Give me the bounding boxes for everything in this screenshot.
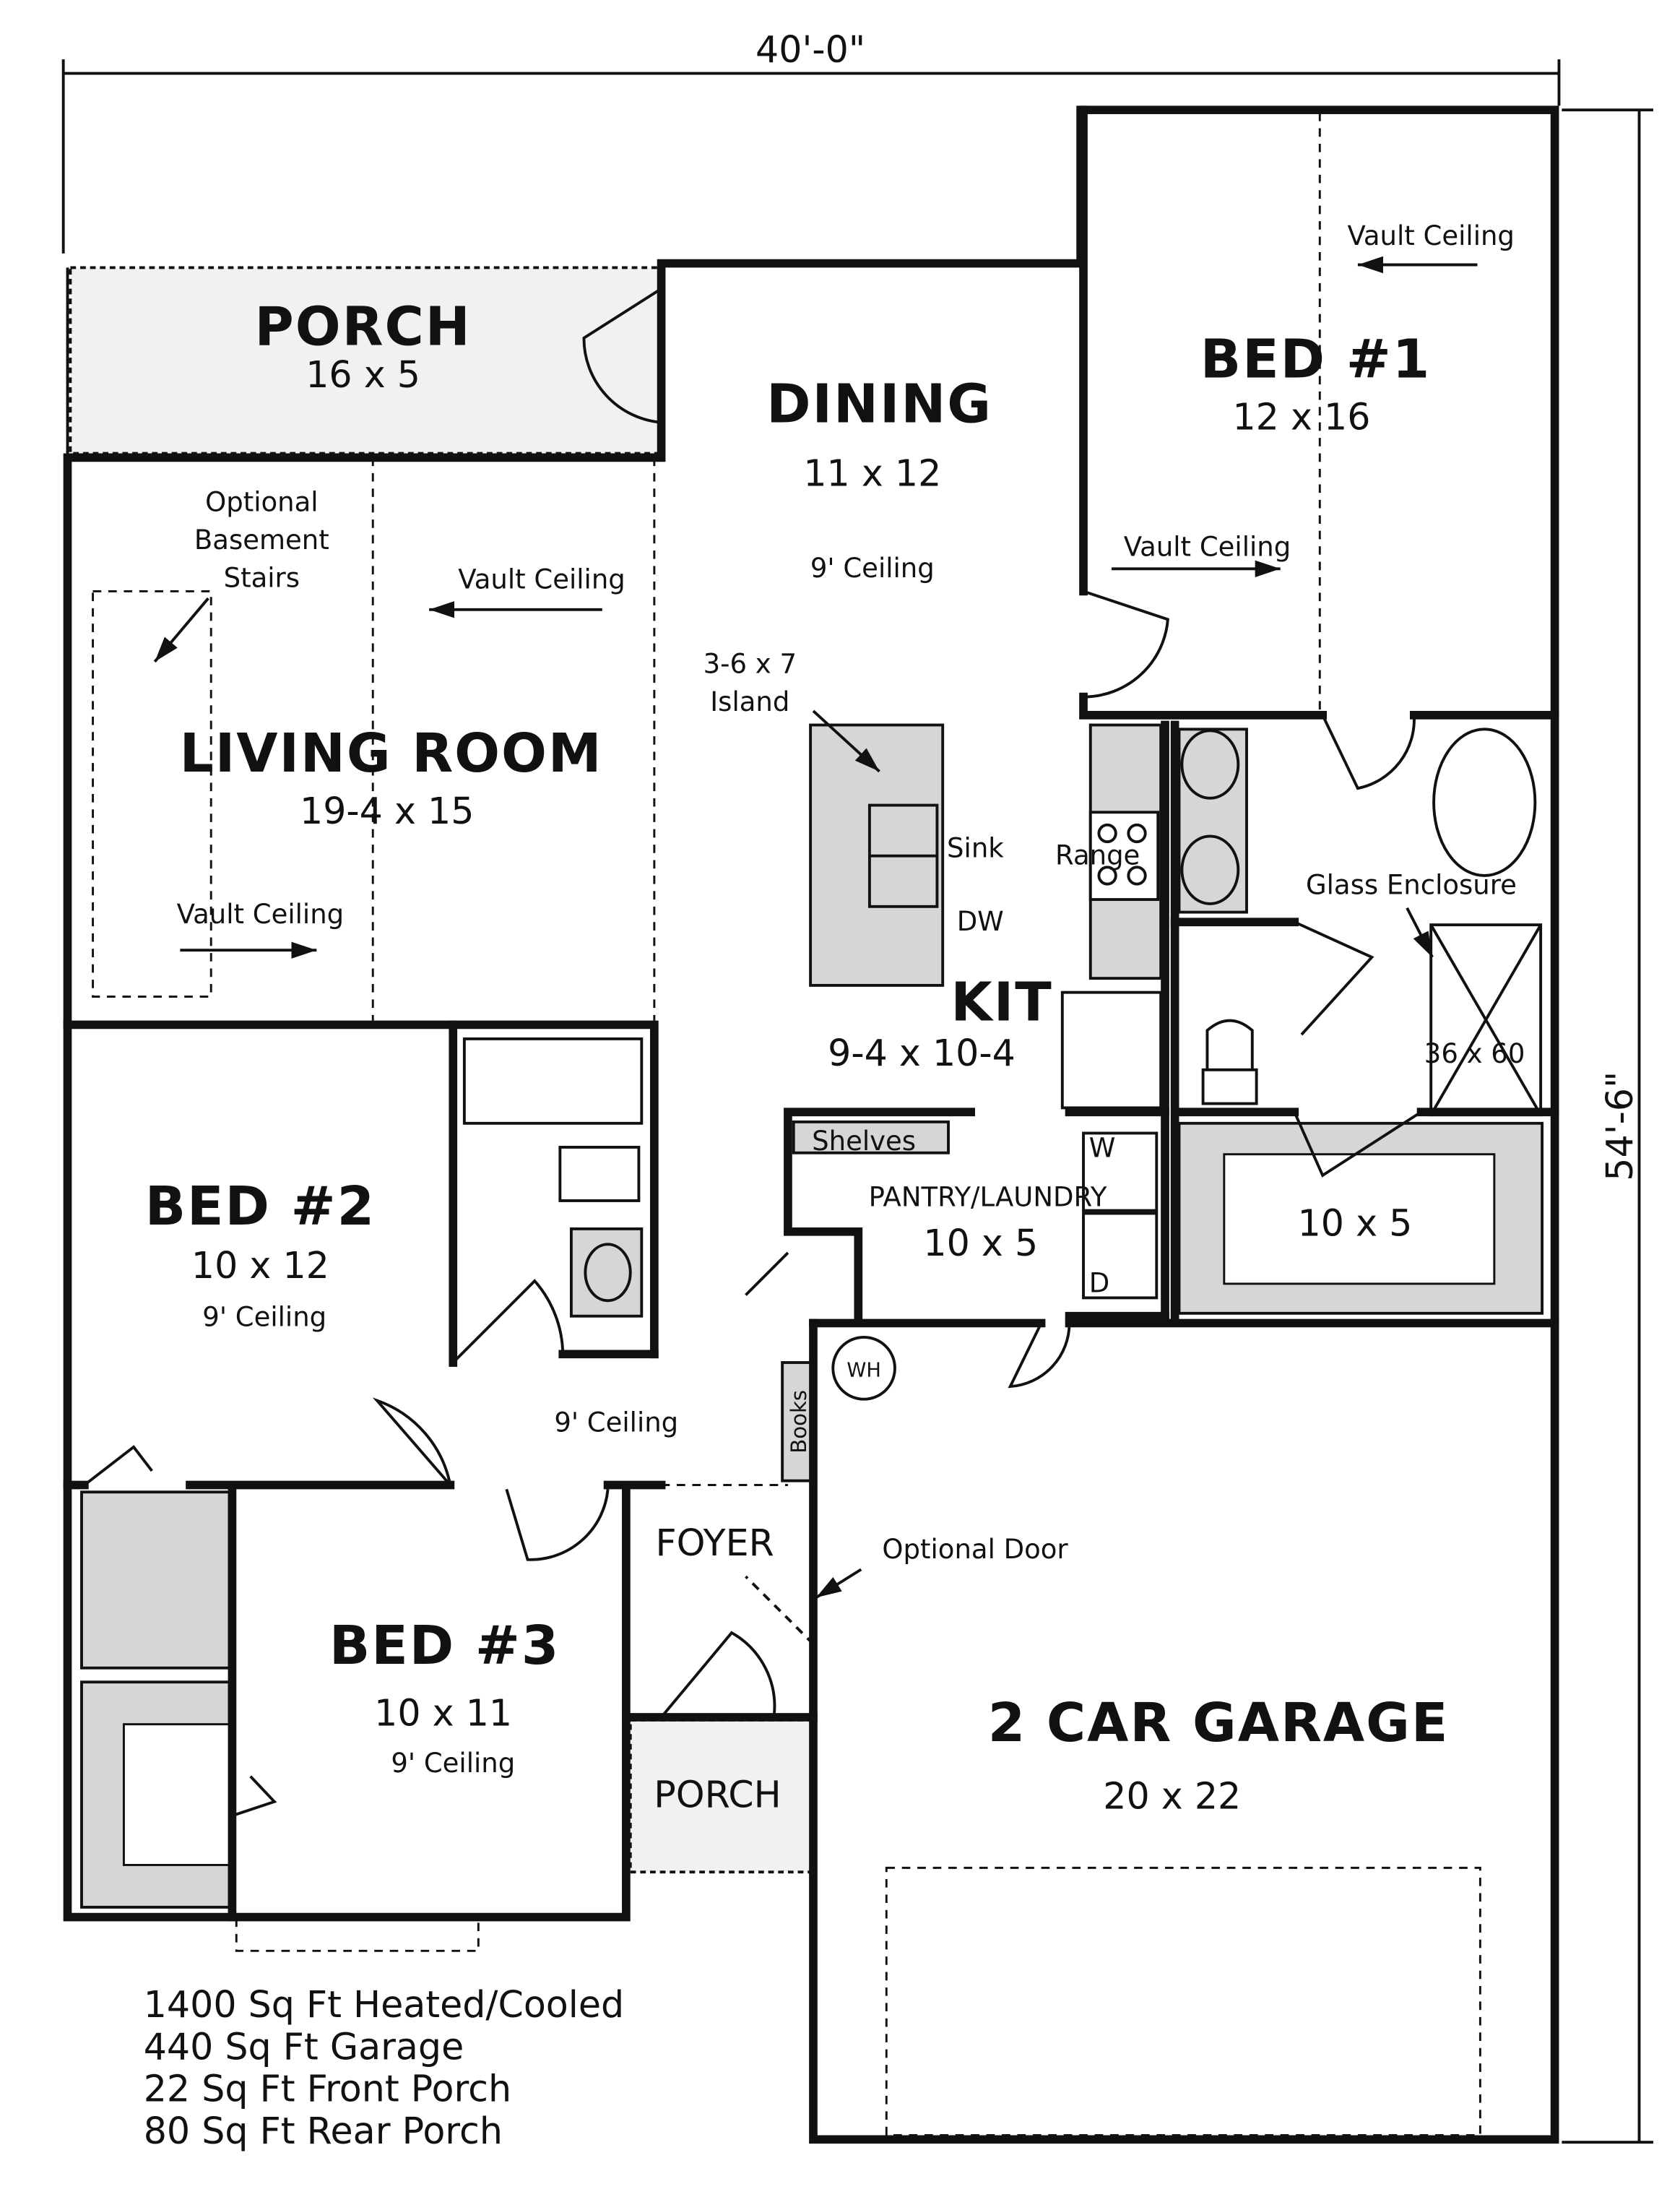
stairs-note: Basement bbox=[194, 525, 329, 556]
optional-door-label: Optional Door bbox=[882, 1534, 1068, 1565]
fixtures bbox=[92, 590, 1543, 2136]
toilet-icon bbox=[558, 1145, 641, 1202]
area-summary: 1400 Sq Ft Heated/Cooled 440 Sq Ft Garag… bbox=[144, 1983, 624, 2152]
water-heater-label: WH bbox=[847, 1359, 880, 1381]
garage-label: 2 CAR GARAGE bbox=[988, 1692, 1450, 1754]
porch-rear-size: 16 x 5 bbox=[306, 353, 420, 396]
bed1-vault-ceiling: Vault Ceiling bbox=[1124, 532, 1291, 563]
living-vault-ceiling: Vault Ceiling bbox=[177, 899, 344, 930]
sink-label: Sink bbox=[947, 833, 1004, 864]
doors bbox=[83, 287, 1422, 1818]
foyer-label: FOYER bbox=[655, 1521, 774, 1564]
pantry-size: 10 x 5 bbox=[923, 1222, 1038, 1264]
range-label: Range bbox=[1055, 839, 1140, 871]
bed2-closet bbox=[80, 1490, 231, 1670]
rear-porch-slab bbox=[69, 266, 663, 455]
kitchen-label: KIT bbox=[951, 972, 1052, 1034]
summary-line: 1400 Sq Ft Heated/Cooled bbox=[144, 1983, 624, 2026]
bed3-label: BED #3 bbox=[329, 1615, 560, 1677]
refrigerator-icon bbox=[1060, 990, 1163, 1110]
width-label: 40'-0" bbox=[755, 28, 865, 71]
dining-size: 11 x 12 bbox=[803, 452, 941, 494]
shelves bbox=[792, 1120, 950, 1154]
depth-dimension: 54'-6" bbox=[1562, 108, 1653, 2144]
vanity-sink-icon bbox=[1180, 729, 1240, 800]
walls bbox=[63, 105, 1559, 2144]
kitchen-size: 9-4 x 10-4 bbox=[828, 1032, 1016, 1074]
bed3-ceiling: 9' Ceiling bbox=[391, 1748, 515, 1779]
dining-label: DINING bbox=[766, 374, 992, 436]
dining-ceiling: 9' Ceiling bbox=[810, 553, 935, 584]
water-heater-icon bbox=[831, 1335, 896, 1401]
stairs-note: Stairs bbox=[224, 563, 300, 594]
bathtub-icon bbox=[1432, 728, 1537, 877]
pantry-label: PANTRY/LAUNDRY bbox=[869, 1182, 1107, 1213]
bed3-size: 10 x 11 bbox=[374, 1692, 512, 1735]
arrows bbox=[153, 256, 1478, 1599]
window-outline bbox=[235, 1916, 480, 1952]
room-labels: PORCH 16 x 5 DINING 11 x 12 9' Ceiling B… bbox=[145, 220, 1525, 1817]
width-dimension: 40'-0" bbox=[61, 28, 1561, 254]
depth-label: 54'-6" bbox=[1598, 1071, 1641, 1181]
summary-line: 440 Sq Ft Garage bbox=[144, 2025, 464, 2068]
living-room-size: 19-4 x 15 bbox=[300, 790, 474, 832]
porch-front-label: PORCH bbox=[654, 1774, 781, 1816]
dryer-label: D bbox=[1089, 1268, 1109, 1299]
bed1-size: 12 x 16 bbox=[1232, 395, 1370, 438]
bed2-size: 10 x 12 bbox=[191, 1244, 329, 1287]
living-vault-ceiling: Vault Ceiling bbox=[458, 564, 625, 595]
summary-line: 22 Sq Ft Front Porch bbox=[144, 2068, 511, 2110]
shelves-label: Shelves bbox=[812, 1126, 916, 1157]
bathtub-icon bbox=[462, 1037, 644, 1125]
stairs-icon bbox=[92, 590, 212, 998]
hall-ceiling: 9' Ceiling bbox=[554, 1407, 678, 1438]
bed2-ceiling: 9' Ceiling bbox=[202, 1301, 326, 1332]
vanity-sink-icon bbox=[1180, 834, 1240, 905]
stairs-note: Optional bbox=[205, 486, 318, 517]
bed1-label: BED #1 bbox=[1200, 328, 1431, 390]
porch-rear-label: PORCH bbox=[255, 296, 472, 358]
garage-door-outline bbox=[885, 1866, 1481, 2136]
range-icon bbox=[1088, 811, 1160, 902]
cabinetry bbox=[80, 723, 1544, 1909]
island-note: 3-6 x 7 bbox=[703, 648, 797, 679]
glass-enclosure-label: Glass Enclosure bbox=[1306, 869, 1517, 900]
summary-line: 80 Sq Ft Rear Porch bbox=[144, 2110, 503, 2152]
living-room-label: LIVING ROOM bbox=[180, 722, 603, 785]
dishwasher-label: DW bbox=[957, 906, 1004, 937]
toilet-icon bbox=[1201, 1068, 1258, 1105]
master-closet-size: 10 x 5 bbox=[1298, 1202, 1413, 1245]
washer-icon bbox=[1082, 1131, 1159, 1212]
shower-size: 36 x 60 bbox=[1424, 1038, 1525, 1069]
dryer-icon bbox=[1082, 1212, 1159, 1300]
garage-size: 20 x 22 bbox=[1103, 1775, 1241, 1818]
bed1-vault-ceiling: Vault Ceiling bbox=[1347, 220, 1514, 251]
washer-label: W bbox=[1089, 1133, 1116, 1164]
bed2-label: BED #2 bbox=[145, 1175, 376, 1238]
books-label: Books bbox=[787, 1390, 811, 1454]
island-note: Island bbox=[710, 686, 789, 717]
